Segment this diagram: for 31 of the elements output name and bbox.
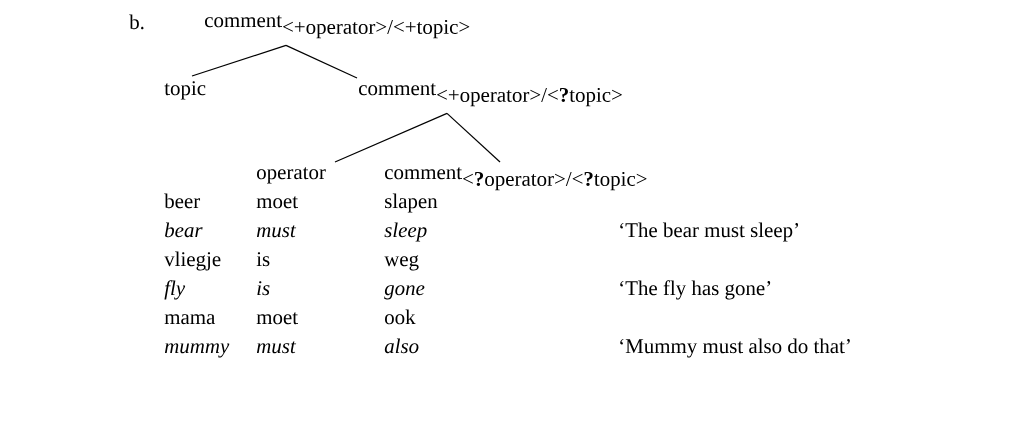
translation-text: ‘Mummy must also do that’ xyxy=(620,338,850,358)
example-word: is xyxy=(256,252,270,267)
example-word: beer xyxy=(164,193,200,209)
example-word: moet xyxy=(256,196,298,209)
gloss-word: gone xyxy=(384,285,425,300)
translation-text: ‘The fly has gone’ xyxy=(620,280,771,300)
gloss-word: mummy xyxy=(164,343,230,358)
example-word: mama xyxy=(164,314,216,325)
gloss-word: also xyxy=(384,338,419,354)
gloss-word: fly xyxy=(164,280,186,300)
example-word: slapen xyxy=(385,193,438,213)
tree-branch xyxy=(446,112,501,163)
gloss-word: is xyxy=(257,281,270,296)
gloss-word: sleep xyxy=(384,222,427,242)
gloss-word: must xyxy=(256,225,297,238)
tree-label: $\mbox{comment}_{\mbox{<+operator>/<+topic>}}$ xyxy=(205,15,470,39)
example-word: vliegje xyxy=(164,251,221,271)
tree-label: topic xyxy=(164,81,206,100)
translation-text: ‘The bear must sleep’ xyxy=(620,222,799,242)
gloss-word: must xyxy=(256,341,297,354)
tree-branch xyxy=(334,112,448,163)
tree-branch xyxy=(191,44,287,77)
gloss-word: bear xyxy=(165,222,203,238)
example-word: ook xyxy=(385,309,416,325)
tree-label: $\mbox{comment}_{\mbox{<+operator>/<\textbf{?}topic>}}$ xyxy=(359,83,622,107)
example-word: weg xyxy=(384,255,419,271)
example-label: b. xyxy=(129,14,144,30)
tree-label: $\mbox{comment}_{\mbox{<\textbf{?}operator>/<\textbf{?}topic>}}$ xyxy=(385,167,647,191)
tree-branch xyxy=(285,44,358,79)
example-word: moet xyxy=(256,312,298,325)
tree-label: operator xyxy=(257,167,326,184)
